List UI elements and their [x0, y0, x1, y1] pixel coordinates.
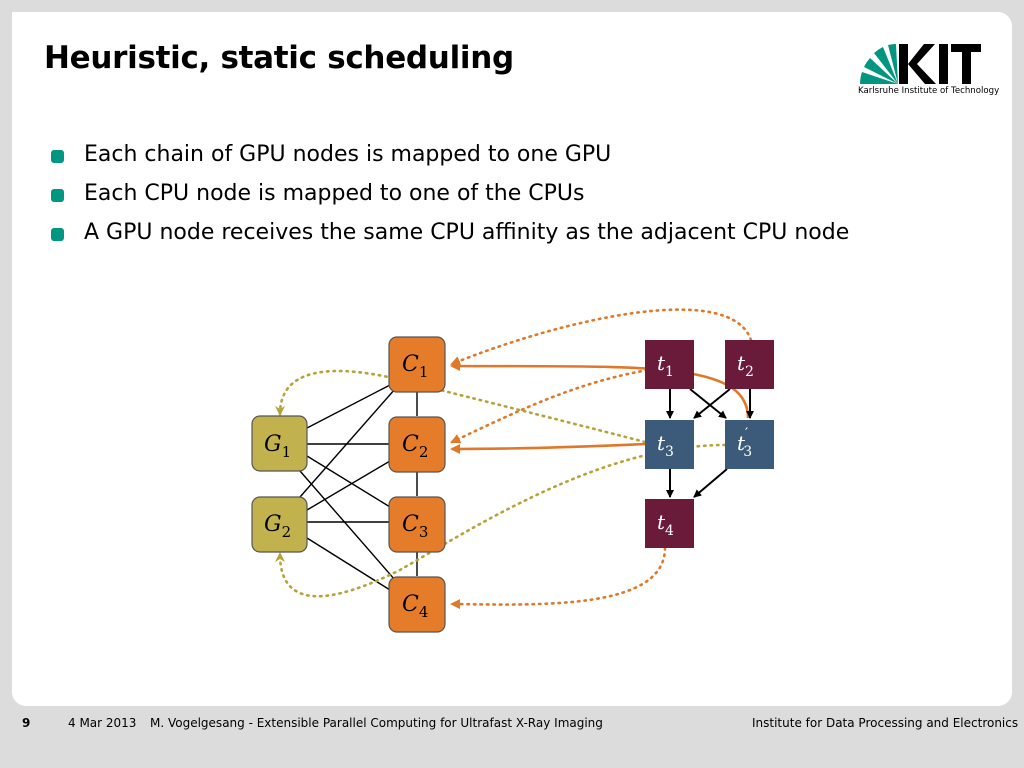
task-node-gpu: t′3 [725, 420, 774, 469]
page-number: 9 [22, 716, 31, 730]
gpu-node: G2 [251, 496, 308, 553]
edge-g1-c4 [299, 470, 396, 581]
slide-title: Heuristic, static scheduling [44, 40, 514, 76]
cpu-node: C2 [388, 416, 446, 473]
edge-g2-c4 [306, 537, 391, 591]
kit-logo-icon [860, 44, 981, 84]
slide [12, 12, 1012, 706]
svg-text:G1: G1 [264, 432, 291, 461]
svg-text:C3: C3 [402, 512, 428, 541]
task-node-gpu: t3 [645, 420, 694, 469]
svg-text:t1: t1 [657, 351, 674, 380]
svg-text:C1: C1 [402, 352, 428, 381]
cpu-node: C1 [388, 336, 446, 393]
footer-institute: Institute for Data Processing and Electr… [752, 716, 1019, 730]
bullet-list: Each chain of GPU nodes is mapped to one… [50, 140, 849, 257]
gpu-node: G1 [251, 415, 308, 472]
mapping-t1-c2 [450, 366, 662, 444]
cpu-node: C3 [388, 496, 446, 553]
mapping-t2-c1 [450, 308, 753, 366]
task-edge-t3prime-t4 [693, 468, 728, 498]
edge-g2-c1 [299, 388, 396, 498]
bullet-icon [51, 189, 64, 202]
task-edge-t1-t3prime [689, 388, 727, 419]
bullet-icon [51, 150, 64, 163]
edge-g2-c2 [306, 460, 391, 511]
svg-text:t2: t2 [737, 351, 754, 380]
gpu-cpu-connections [299, 384, 418, 591]
svg-text:G2: G2 [264, 512, 291, 541]
bullet-item: Each CPU node is mapped to one of the CP… [50, 179, 849, 218]
svg-text:t′3: t′3 [737, 426, 752, 460]
svg-text:C2: C2 [402, 432, 428, 461]
edge-g1-c3 [306, 455, 391, 508]
task-edge-t2-t3 [693, 388, 731, 419]
bullet-item: Each chain of GPU nodes is mapped to one… [50, 140, 849, 179]
logo-subtitle: Karlsruhe Institute of Technology [858, 86, 1000, 96]
bullet-item: A GPU node receives the same CPU affinit… [50, 218, 849, 257]
svg-text:C4: C4 [402, 592, 428, 621]
footer-date: 4 Mar 2013 [68, 716, 137, 730]
task-node-cpu: t4 [645, 499, 694, 548]
mapping-t3prime-g2 [275, 443, 727, 598]
cpu-node: C4 [388, 576, 446, 633]
mapping-t4-c4 [450, 546, 667, 610]
svg-text:t3: t3 [657, 431, 674, 460]
task-node-cpu: t1 [645, 340, 694, 389]
footer-author: M. Vogelgesang - Extensible Parallel Com… [150, 716, 603, 730]
edge-g1-c1 [306, 384, 391, 429]
mapping-t3-c2 [450, 442, 646, 454]
mapping-t3-g1 [275, 369, 647, 444]
bullet-icon [51, 228, 64, 241]
svg-text:t4: t4 [657, 510, 674, 539]
task-node-cpu: t2 [725, 340, 774, 389]
